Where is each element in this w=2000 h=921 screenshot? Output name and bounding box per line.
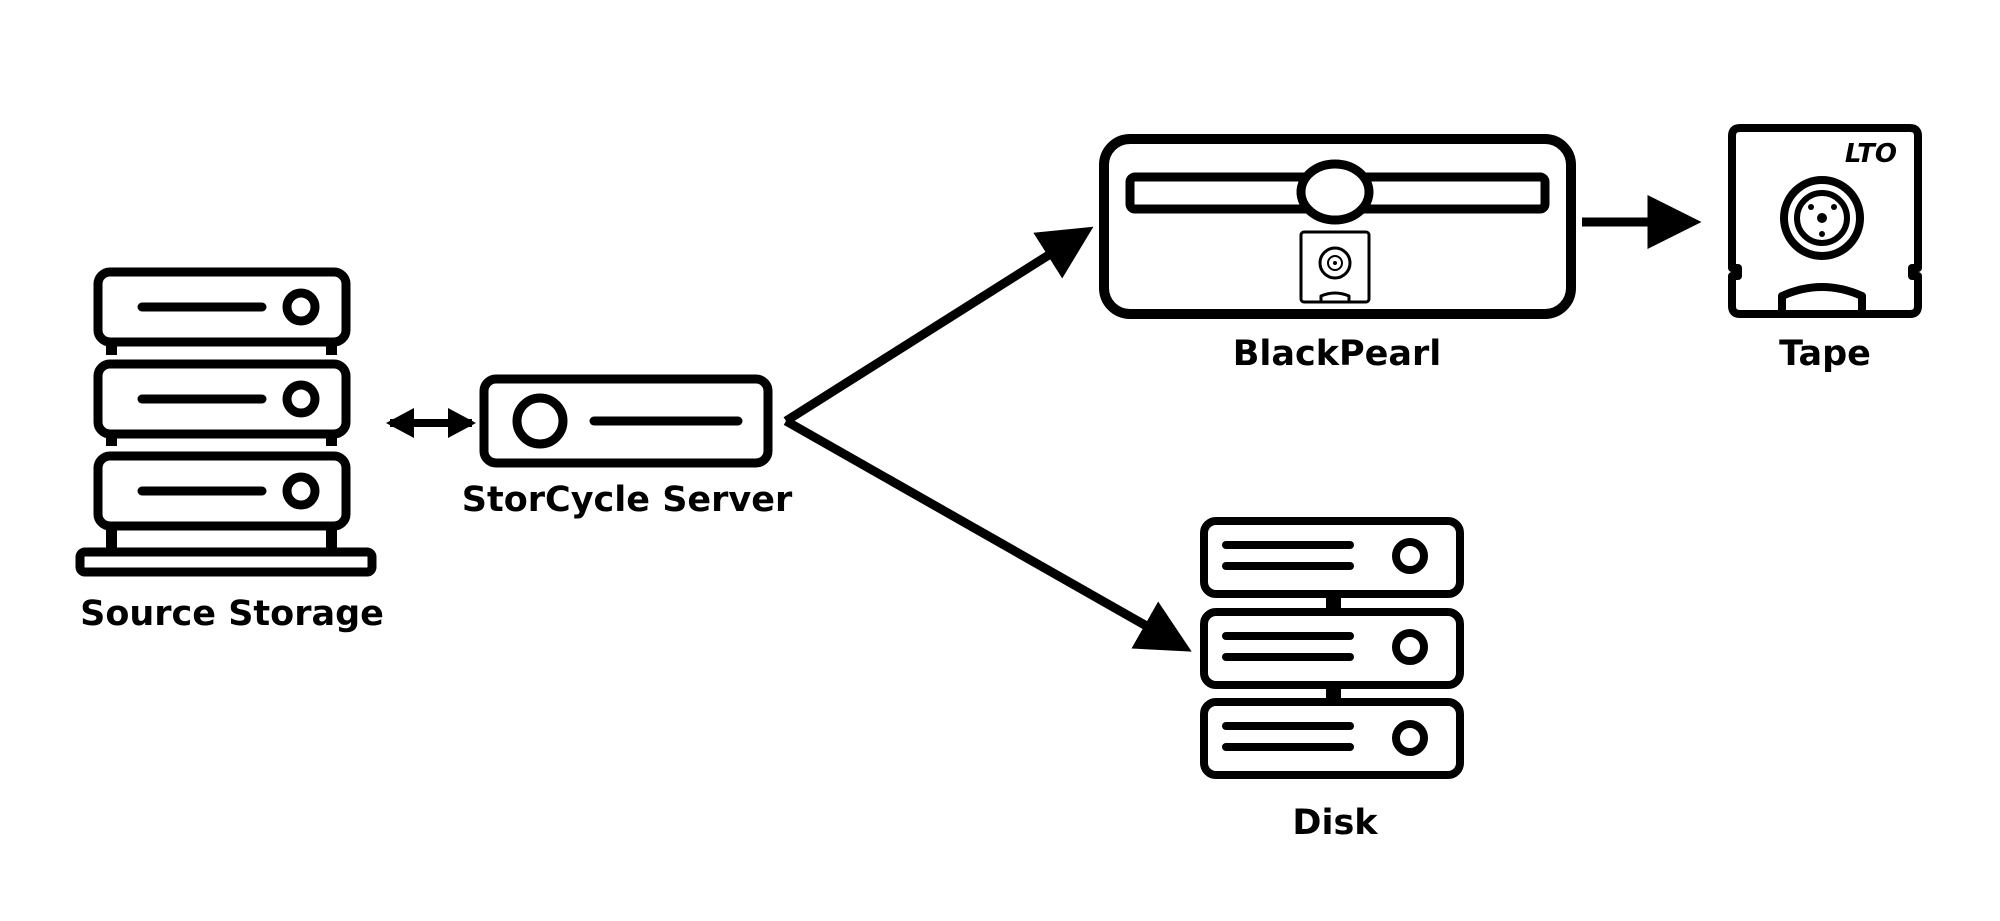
lto-tape-cartridge-icon [1728,124,1922,318]
blackpearl-label: BlackPearl [1233,334,1442,374]
storage-appliance-icon [1099,134,1576,319]
storcycle-to-blackpearl-arrow [783,226,1094,425]
disk-array-icon [1200,517,1464,779]
tape-label: Tape [1779,334,1871,374]
source-storcycle-bidirectional-arrow [386,408,476,438]
disk-label: Disk [1292,803,1378,843]
server-icon [479,374,773,468]
source-storage-node: Source Storage [75,267,384,634]
storcycle-to-disk-arrow [783,417,1192,652]
tape-node: LTO Tape [1728,124,1922,374]
server-rack-icon [75,267,377,577]
lto-badge: LTO [1845,139,1897,169]
storcycle-server-node: StorCycle Server [462,374,793,520]
source-storage-label: Source Storage [80,594,384,634]
storcycle-server-label: StorCycle Server [462,480,793,520]
blackpearl-node: BlackPearl [1099,134,1576,374]
disk-node: Disk [1200,517,1464,843]
